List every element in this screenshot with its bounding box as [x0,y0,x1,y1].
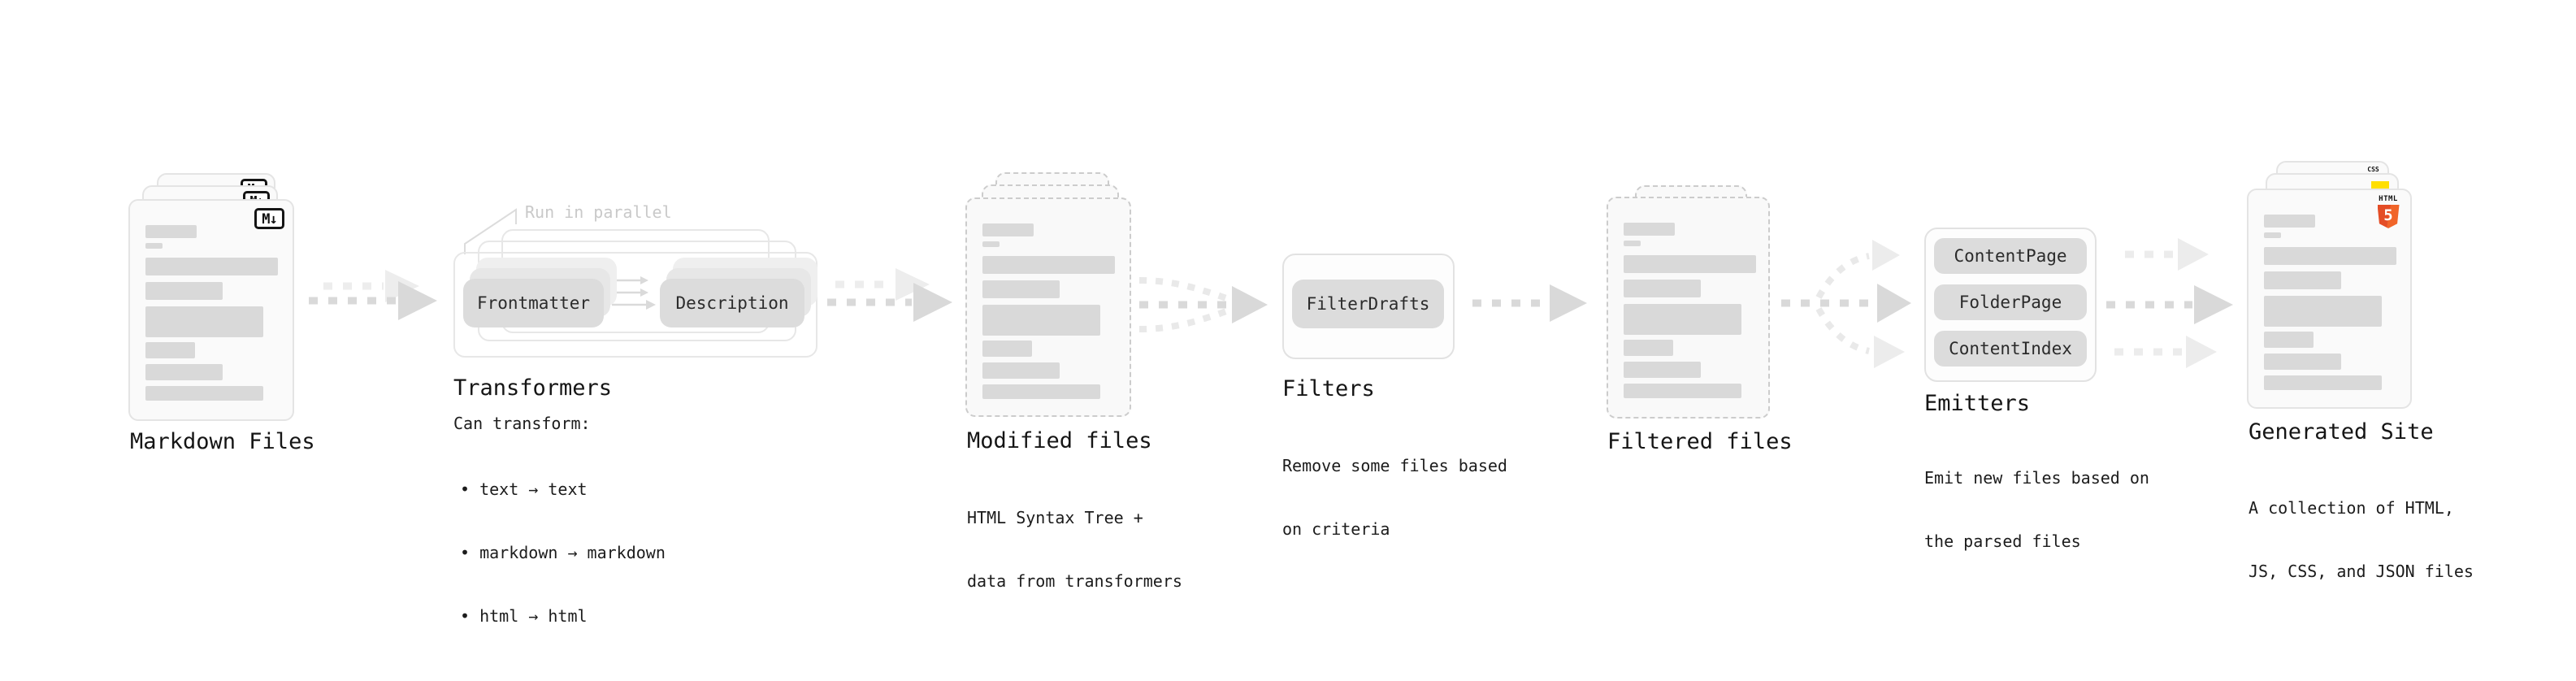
file-content-placeholder [145,225,278,401]
stage-title-filtered-files: Filtered files [1607,429,1793,454]
frontmatter-pill: Frontmatter [463,279,604,327]
markdown-file-card: M↓ [128,199,294,421]
file-content-placeholder [982,223,1115,399]
file-content-placeholder [2264,215,2396,390]
placeholder-bar [982,241,1000,247]
run-in-parallel-leader-line [464,208,517,254]
arrow-emitters-to-generated [2106,238,2233,368]
placeholder-bar [2264,247,2396,265]
contentindex-pill-label: ContentIndex [1949,339,2072,358]
placeholder-bar [145,282,223,300]
run-in-parallel-note: Run in parallel [525,202,672,222]
bullet-item: • html → html [460,606,588,626]
html5-icon-shield: 5 [2377,205,2400,228]
placeholder-bar [2264,354,2341,370]
desc-line: the parsed files [1924,531,2081,551]
contentindex-pill: ContentIndex [1934,331,2087,367]
placeholder-bar [1624,362,1701,378]
stage-title-emitters: Emitters [1924,391,2031,416]
placeholder-bar [2264,375,2382,390]
folderpage-pill: FolderPage [1934,284,2087,320]
arrow-transformers-to-modified [827,268,952,322]
filtered-file-card [1607,197,1770,419]
css-label: CSS [2367,166,2379,173]
placeholder-bar [1624,223,1675,236]
frontmatter-pill-label: Frontmatter [476,293,591,313]
arrow-filtered-to-emitters [1781,240,1911,368]
placeholder-bar [145,306,263,337]
stage-title-markdown-files: Markdown Files [130,429,315,454]
filterdrafts-pill: FilterDrafts [1292,280,1444,328]
file-content-placeholder [1624,223,1756,398]
generated-site-desc: A collection of HTML, JS, CSS, and JSON … [2249,455,2474,624]
desc-line: data from transformers [967,571,1182,591]
generated-html-file-card: HTML 5 [2247,189,2412,409]
arrow-markdown-to-transformers [309,270,437,320]
placeholder-bar [982,340,1032,357]
placeholder-bar [2264,332,2314,348]
placeholder-bar [982,384,1100,399]
emitters-desc: Emit new files based on the parsed files [1924,425,2149,594]
arrow-filters-to-filtered [1472,284,1587,322]
stage-title-modified-files: Modified files [967,428,1152,453]
placeholder-bar [2264,215,2315,228]
folderpage-pill-label: FolderPage [1958,293,2062,312]
placeholder-bar [145,364,223,380]
placeholder-bar [1624,241,1641,246]
placeholder-bar [982,223,1034,236]
modified-file-card [965,197,1131,417]
placeholder-bar [1624,384,1741,398]
placeholder-bar [2264,271,2341,289]
filterdrafts-pill-label: FilterDrafts [1306,294,1430,314]
desc-line: HTML Syntax Tree + [967,508,1143,527]
bullet-item: • markdown → markdown [460,543,666,562]
transformer-box [453,252,817,358]
markdown-icon: M↓ [254,208,284,229]
placeholder-bar [2264,232,2281,238]
placeholder-bar [145,386,263,401]
description-pill-label: Description [675,293,789,313]
placeholder-bar [982,305,1100,336]
contentpage-pill-label: ContentPage [1954,246,2067,266]
modified-files-desc: HTML Syntax Tree + data from transformer… [967,465,1182,634]
description-pill: Description [660,279,804,327]
placeholder-bar [982,362,1060,379]
bullet-item: • text → text [460,479,588,499]
desc-line: Emit new files based on [1924,468,2149,488]
html5-icon: HTML 5 [2376,196,2400,228]
placeholder-bar [1624,280,1701,297]
contentpage-pill: ContentPage [1934,238,2087,274]
transformers-bullets: • text → text • markdown → markdown • ht… [460,436,666,669]
stage-title-transformers: Transformers [453,375,613,401]
stage-title-generated-site: Generated Site [2249,419,2434,445]
arrow-modified-to-filters [1138,277,1268,332]
stage-title-filters: Filters [1282,376,1375,401]
desc-line: JS, CSS, and JSON files [2249,562,2474,581]
mini-transform-arrows [612,276,656,310]
placeholder-bar [145,225,197,238]
placeholder-bar [145,342,195,358]
desc-line: on criteria [1282,519,1390,539]
desc-line: Remove some files based [1282,456,1507,475]
placeholder-bar [982,280,1060,298]
desc-line: A collection of HTML, [2249,498,2454,518]
placeholder-bar [982,256,1115,274]
placeholder-bar [145,258,278,275]
placeholder-bar [1624,340,1673,356]
filters-desc: Remove some files based on criteria [1282,413,1507,582]
placeholder-bar [1624,255,1756,273]
html5-icon-label: HTML [2379,195,2398,203]
transformers-desc-title: Can transform: [453,414,591,433]
placeholder-bar [2264,296,2382,327]
placeholder-bar [1624,304,1741,335]
placeholder-bar [145,243,163,249]
